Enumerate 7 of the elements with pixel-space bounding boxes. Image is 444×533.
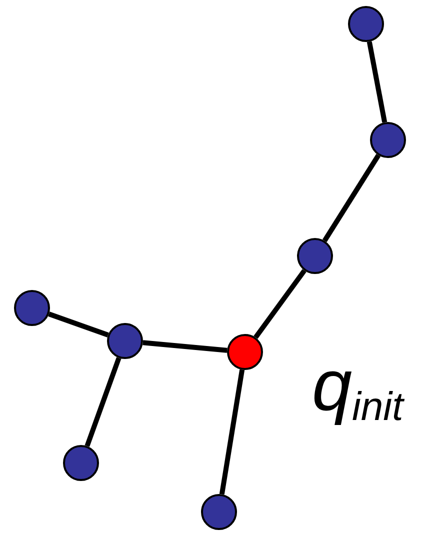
tree-edge xyxy=(84,357,122,447)
tree-edge xyxy=(219,369,245,495)
tree-edge xyxy=(322,154,381,242)
tree-edge xyxy=(254,269,306,339)
tree-edge xyxy=(48,312,109,338)
tree-edge xyxy=(366,41,388,123)
tree-edge xyxy=(142,340,228,353)
